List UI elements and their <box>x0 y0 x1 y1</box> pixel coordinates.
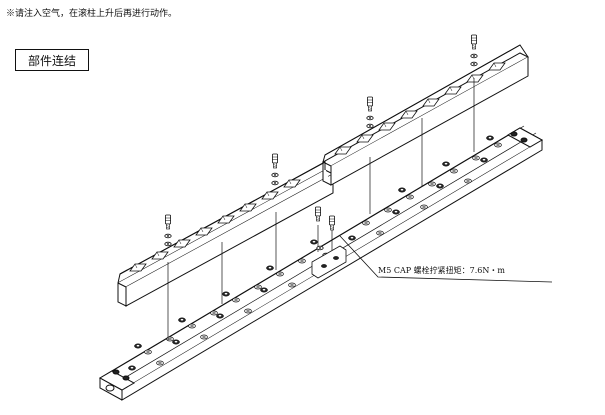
callout-leader <box>339 235 553 283</box>
section-label: 部件连结 <box>27 53 76 68</box>
instruction-note: ※请注入空气，在滚柱上升后再进行动作。 <box>6 9 178 19</box>
torque-callout: M5 CAP 螺栓拧紧扭矩：7.6N・m <box>378 266 505 275</box>
upper-rail-pockets <box>129 62 506 272</box>
section-label-box: 部件连结 <box>15 49 89 71</box>
joint-bracket <box>311 245 347 279</box>
